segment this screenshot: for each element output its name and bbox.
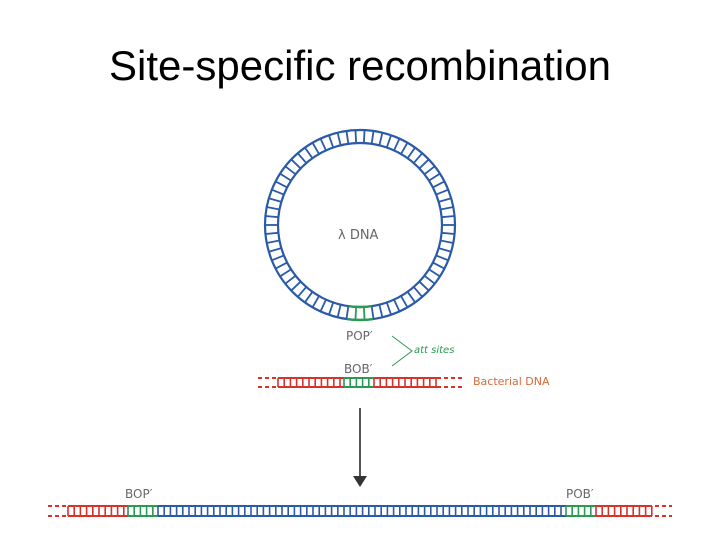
lambda-base-pair xyxy=(265,231,279,235)
lambda-base-pair xyxy=(440,206,454,211)
lambda-base-pair xyxy=(441,215,455,219)
lambda-base-pair xyxy=(370,306,375,320)
slide-title: Site-specific recombination xyxy=(109,42,611,89)
bob-label: BOB′ xyxy=(344,362,373,376)
lambda-base-pair xyxy=(393,299,401,312)
lambda-base-pair xyxy=(363,306,366,320)
lambda-base-pair xyxy=(336,132,342,146)
lambda-base-pair xyxy=(438,197,452,203)
lambda-base-pair xyxy=(438,247,452,253)
lambda-base-pair xyxy=(435,188,449,196)
lambda-base-pair xyxy=(328,302,335,316)
down-arrow xyxy=(353,408,367,487)
lambda-base-pair xyxy=(268,197,282,203)
lambda-base-pair xyxy=(266,206,280,211)
lambda-base-pair xyxy=(435,254,449,262)
lambda-base-pair xyxy=(284,274,297,285)
bacterial-dna-strand xyxy=(258,377,462,388)
lambda-base-pair xyxy=(297,286,307,298)
lambda-base-pair xyxy=(265,215,279,219)
lambda-base-pair xyxy=(304,291,314,303)
lambda-base-pair xyxy=(354,130,357,144)
lambda-base-pair xyxy=(275,180,288,189)
lambda-base-pair xyxy=(268,247,282,253)
lambda-base-pair xyxy=(385,134,392,148)
lambda-base-pair xyxy=(423,274,436,285)
lambda-base-pair xyxy=(440,239,454,244)
lambda-base-pair xyxy=(441,231,455,235)
lambda-base-pair xyxy=(378,132,384,146)
pob-label: POB′ xyxy=(566,487,594,501)
pop-label: POP′ xyxy=(346,329,373,343)
lambda-base-pair xyxy=(423,165,436,176)
lambda-base-pair xyxy=(271,254,285,262)
lambda-base-pair xyxy=(290,280,302,292)
lambda-outer-strand xyxy=(263,128,457,322)
lambda-base-pair xyxy=(393,138,401,151)
lambda-base-pair xyxy=(319,138,327,151)
lambda-base-pair xyxy=(413,152,423,164)
lambda-base-pair xyxy=(304,147,314,159)
lambda-base-pair xyxy=(432,180,445,189)
lambda-base-pair xyxy=(290,158,302,170)
lambda-base-pair xyxy=(275,261,288,270)
bacterial-dna-label: Bacterial DNA xyxy=(473,375,550,388)
lambda-base-pair xyxy=(378,304,384,318)
pop-att-site xyxy=(348,305,372,309)
att-sites-pointer xyxy=(391,335,413,367)
lambda-base-pair xyxy=(328,134,335,148)
att-sites-label: att sites xyxy=(414,345,454,356)
lambda-base-pair xyxy=(413,286,423,298)
lambda-base-pair xyxy=(345,306,350,320)
lambda-base-pair xyxy=(385,302,392,316)
lambda-base-pair xyxy=(428,172,441,182)
lambda-base-pair xyxy=(370,130,375,144)
lambda-base-pair xyxy=(363,130,366,144)
lambda-base-pair xyxy=(400,295,409,308)
lambda-base-pair xyxy=(284,165,297,176)
lambda-base-pair xyxy=(336,304,342,318)
lambda-base-pair xyxy=(418,158,430,170)
lambda-base-pair xyxy=(345,130,350,144)
lambda-base-pair xyxy=(266,239,280,244)
lambda-base-pair xyxy=(406,147,416,159)
lambda-base-pair xyxy=(418,280,430,292)
lambda-dna-circle xyxy=(263,128,457,322)
lambda-base-pair xyxy=(319,299,327,312)
lambda-base-pair xyxy=(406,291,416,303)
lambda-base-pair xyxy=(432,261,445,270)
pop-att-site xyxy=(346,317,374,322)
lambda-inner-strand xyxy=(276,141,444,309)
lambda-base-pair xyxy=(428,268,441,278)
integrated-dna-strand xyxy=(48,505,672,517)
lambda-base-pair xyxy=(400,142,409,155)
lambda-base-pair xyxy=(279,172,292,182)
lambda-base-pair xyxy=(271,188,285,196)
bop-label: BOP′ xyxy=(125,487,153,501)
lambda-base-pair xyxy=(297,152,307,164)
lambda-base-pair xyxy=(279,268,292,278)
lambda-base-pair xyxy=(311,295,320,308)
lambda-base-pair xyxy=(354,306,357,320)
lambda-base-pair xyxy=(311,142,320,155)
lambda-dna-label: λ DNA xyxy=(338,228,379,243)
